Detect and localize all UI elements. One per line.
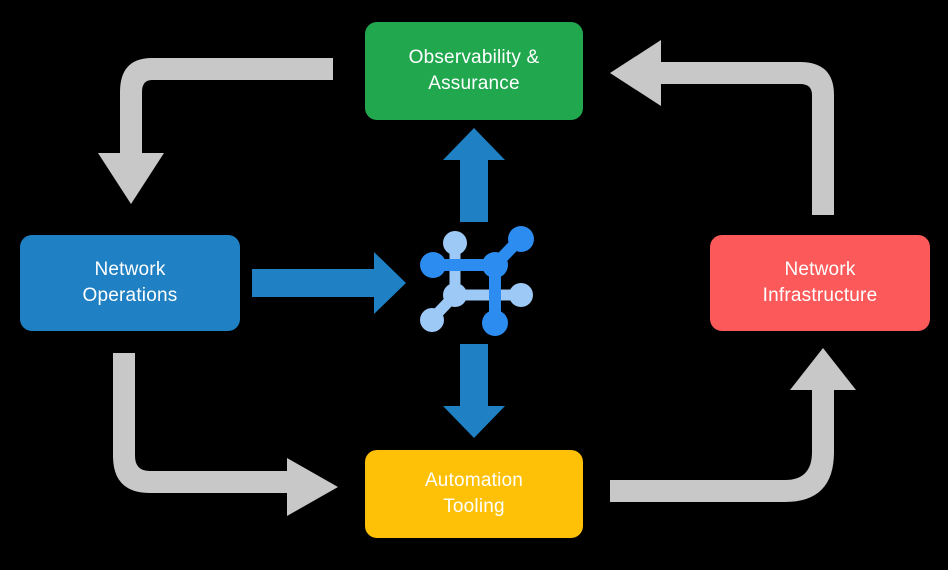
mesh-node-bottom [482,310,508,336]
mesh-node-hub [482,252,508,278]
node-network-infrastructure[interactable]: Network Infrastructure [710,235,930,331]
mesh-node-top-left [443,231,467,255]
mesh-node-left [420,252,446,278]
arrow-center-to-automation [443,344,505,438]
arrow-observability-to-operations [98,58,333,204]
node-automation-tooling[interactable]: Automation Tooling [365,450,583,538]
mesh-node-top-right [508,226,534,252]
mesh-node-bottom-left [420,308,444,332]
arrow-operations-to-automation [113,353,338,516]
mesh-link-dark-diagonal [490,235,524,270]
arrow-automation-to-infrastructure [610,348,856,502]
arrow-infrastructure-to-observability [610,40,834,215]
mesh-node-center-left [443,283,467,307]
mesh-link-light-diagonal [429,291,459,322]
arrow-operations-to-center [252,252,406,314]
arrow-center-to-observability [443,128,505,222]
node-network-operations[interactable]: Network Operations [20,235,240,331]
mesh-node-mid-right [509,283,533,307]
node-observability-assurance[interactable]: Observability & Assurance [365,22,583,120]
